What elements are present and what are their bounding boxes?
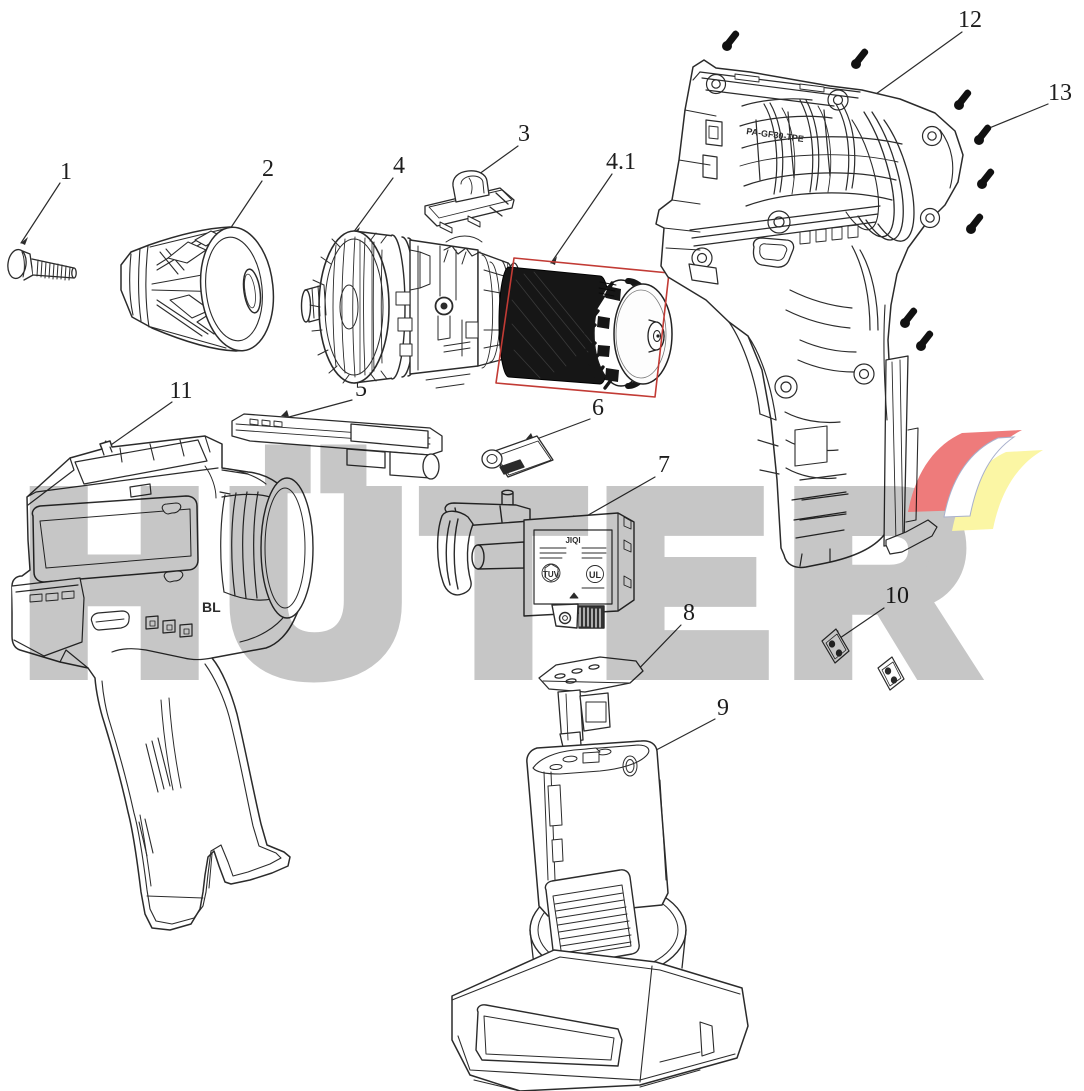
svg-text:2: 2 [262,156,274,182]
svg-text:12: 12 [958,7,982,33]
svg-text:4: 4 [393,153,405,179]
svg-text:11: 11 [169,378,192,404]
svg-text:13: 13 [1048,80,1072,106]
svg-text:BL: BL [202,599,221,615]
svg-text:HÜTER: HÜTER [24,443,990,722]
svg-text:6: 6 [592,395,604,421]
svg-text:8: 8 [683,600,695,626]
svg-text:TUV: TUV [543,570,560,579]
svg-text:10: 10 [885,583,909,609]
svg-text:9: 9 [717,695,729,721]
svg-text:4.1: 4.1 [606,149,636,175]
svg-text:3: 3 [518,121,530,147]
svg-text:7: 7 [658,452,670,478]
svg-text:JIQI: JIQI [565,536,580,545]
svg-text:UL: UL [589,570,601,580]
svg-text:1: 1 [60,159,72,185]
